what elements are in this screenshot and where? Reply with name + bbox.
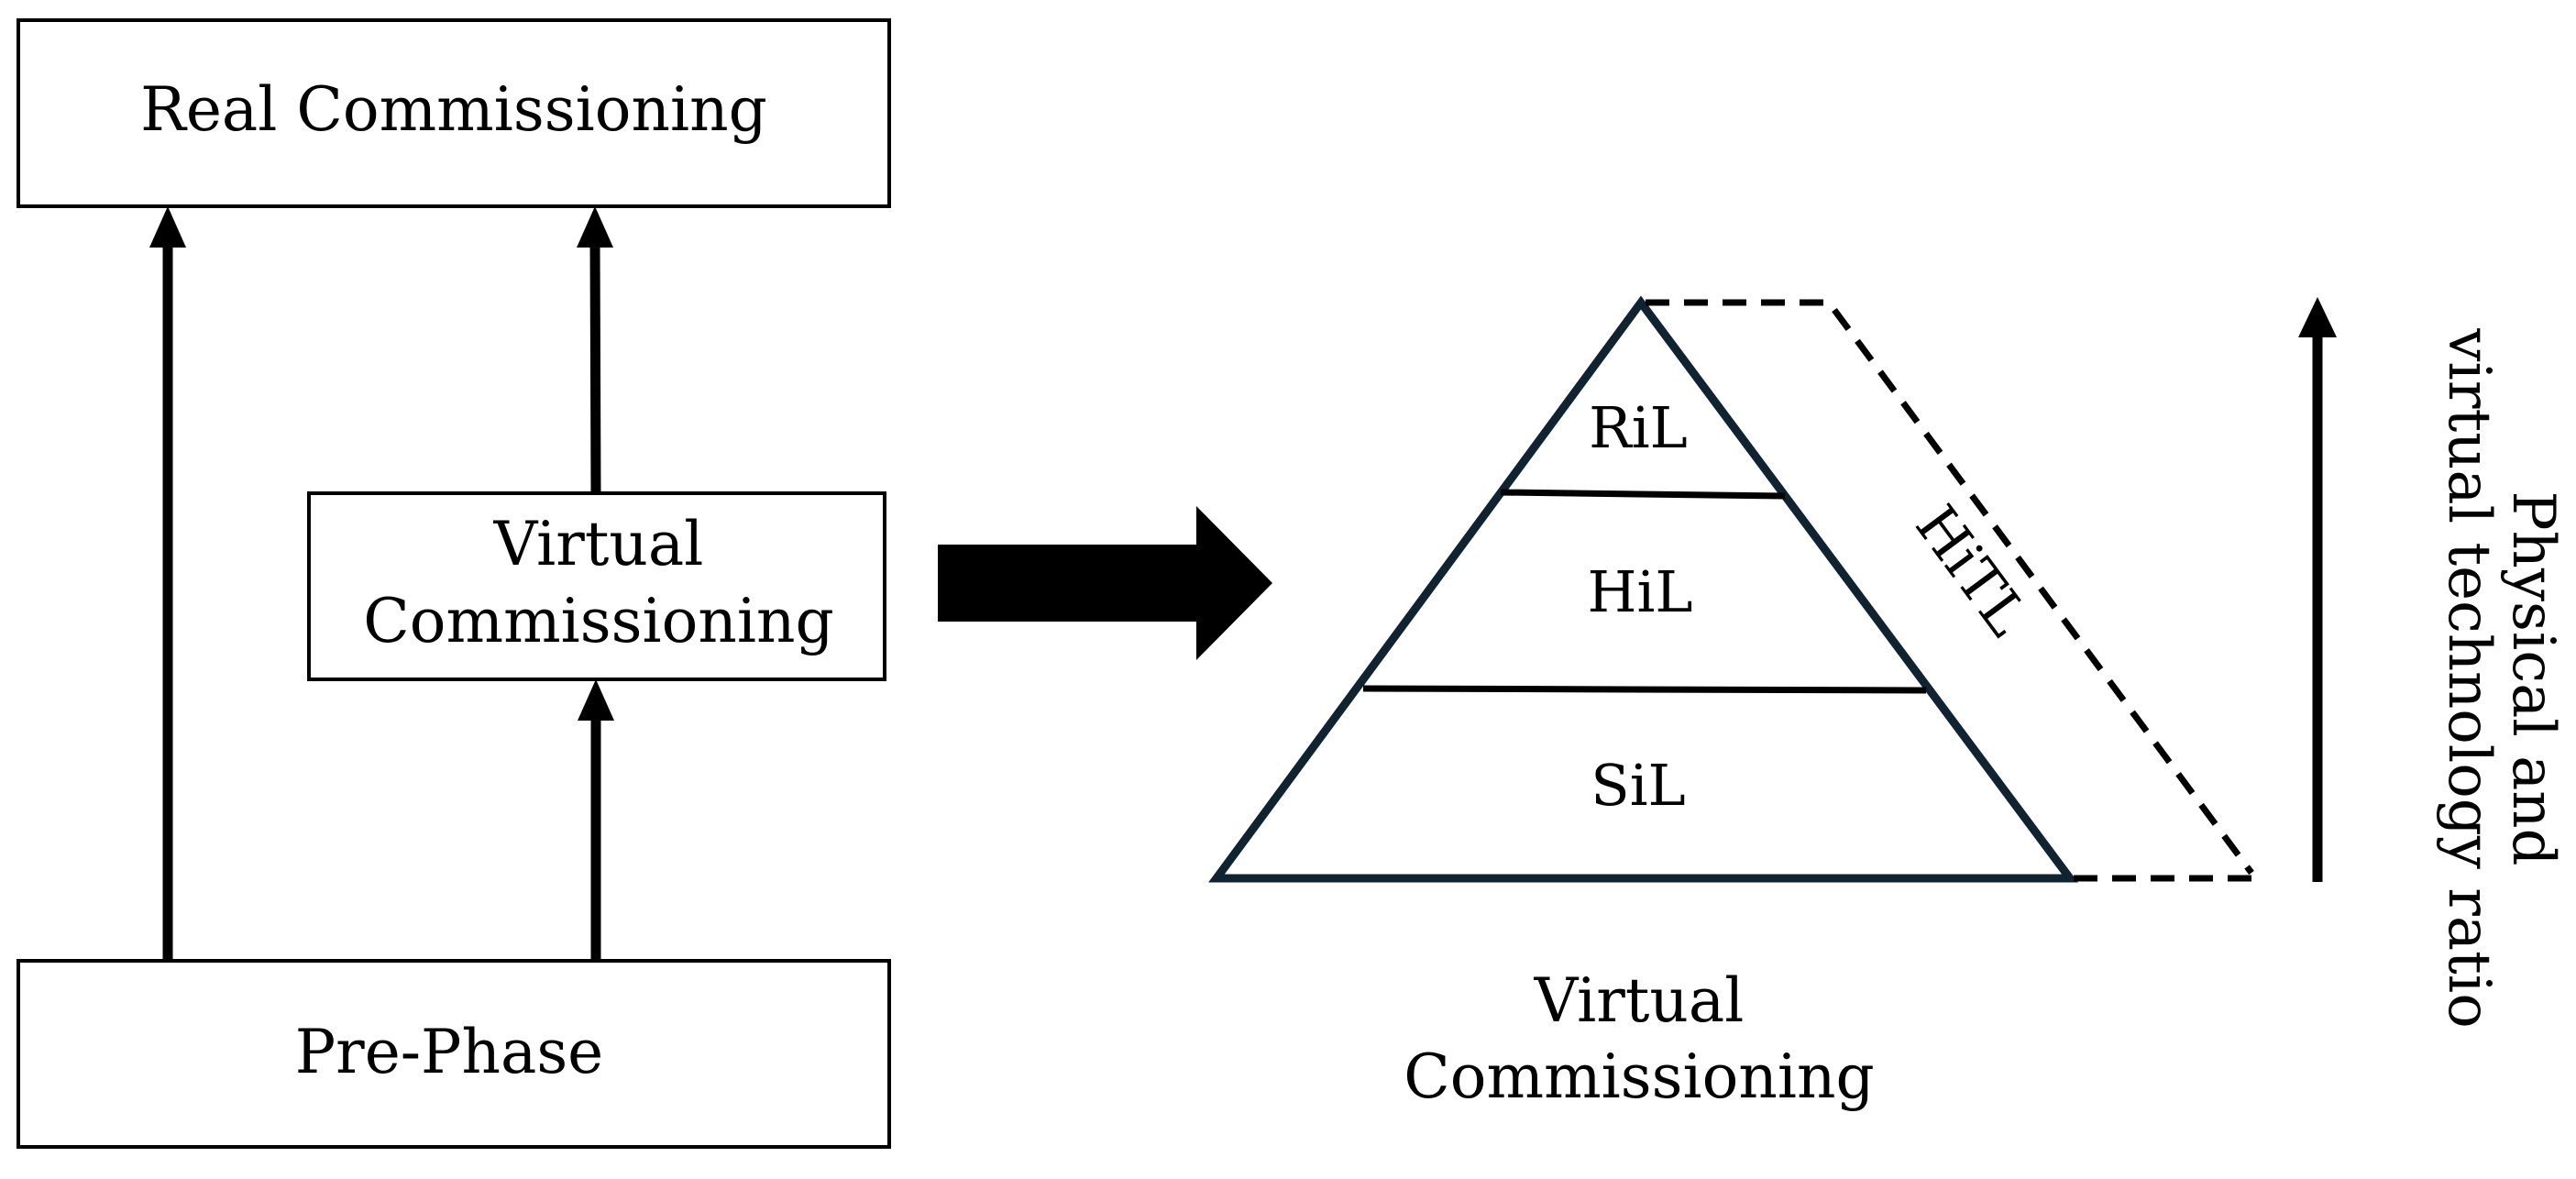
ratio-axis-label-line1: Physical and bbox=[2499, 491, 2567, 866]
arrowhead-up-icon bbox=[2298, 297, 2337, 337]
ratio-axis-arrow bbox=[2298, 297, 2337, 882]
pre-phase-box: Pre-Phase bbox=[17, 959, 891, 1149]
real-commissioning-label: Real Commissioning bbox=[140, 74, 767, 145]
pyramid-caption-line1: Virtual bbox=[1534, 965, 1745, 1036]
arrow-pre-phase-to-real bbox=[149, 206, 186, 961]
pyramid-layer-ril: RiL bbox=[1589, 394, 1688, 461]
hitl-dashed-outline bbox=[1646, 299, 2254, 876]
pyramid-layer-hil: HiL bbox=[1587, 558, 1692, 625]
pre-phase-label: Pre-Phase bbox=[295, 1017, 604, 1087]
virtual-commissioning-label-line2: Commissioning bbox=[363, 586, 833, 656]
pyramid: RiL HiL SiL bbox=[1208, 295, 2078, 883]
pyramid-caption-line2: Commissioning bbox=[1404, 1041, 1874, 1112]
arrowhead-up-icon bbox=[577, 206, 613, 248]
pyramid-divider-top bbox=[1500, 489, 1786, 500]
arrowhead-up-icon bbox=[578, 679, 614, 721]
pyramid-outline bbox=[1208, 295, 2078, 883]
ratio-axis-label-line2: virtual technology ratio bbox=[2435, 327, 2503, 1028]
ratio-axis-label: Physical and virtual technology ratio bbox=[2435, 327, 2567, 1028]
hitl-label: HiTL bbox=[1902, 493, 2042, 648]
pyramid-divider-bottom bbox=[1362, 685, 1927, 694]
real-commissioning-box: Real Commissioning bbox=[17, 18, 891, 208]
arrow-virtual-to-real bbox=[577, 206, 613, 494]
hitl-extension: HiTL bbox=[1646, 299, 2257, 882]
block-arrow-right-icon bbox=[938, 506, 1272, 660]
virtual-commissioning-box: Virtual Commissioning bbox=[307, 491, 886, 681]
virtual-commissioning-label-line1: Virtual bbox=[493, 509, 704, 579]
arrow-pre-phase-to-virtual bbox=[578, 679, 614, 961]
arrowhead-up-icon bbox=[149, 206, 186, 248]
pyramid-layer-sil: SiL bbox=[1591, 752, 1685, 819]
